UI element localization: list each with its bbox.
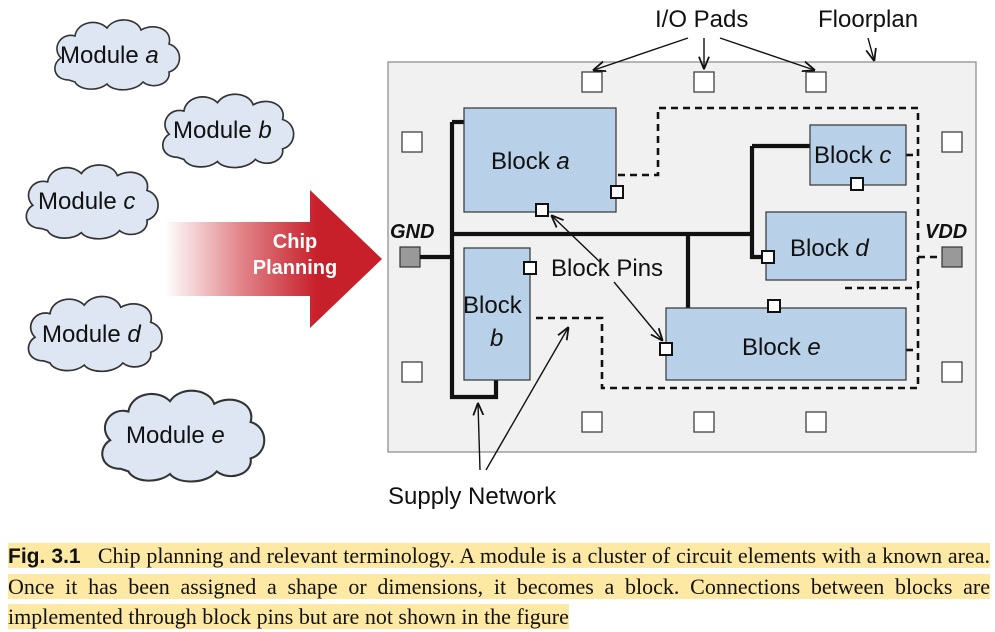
- block-pin: [761, 250, 775, 264]
- block-pin: [767, 299, 781, 313]
- block-pin: [850, 177, 864, 191]
- caption-highlight: Fig. 3.1 Chip planning and relevant term…: [8, 543, 991, 629]
- io-pad: [693, 411, 715, 433]
- block-pin: [610, 185, 624, 199]
- io-pad: [941, 131, 963, 153]
- module-label-d: Module d: [42, 321, 141, 348]
- chip-planning-label-line1: Chip: [273, 231, 317, 253]
- module-cloud-c: Module c: [25, 164, 159, 240]
- block-label-b: Block: [463, 292, 523, 319]
- block-label-c: Block c: [814, 142, 891, 169]
- io-pad: [401, 361, 423, 383]
- io-pad: [941, 361, 963, 383]
- block-pin: [535, 203, 549, 217]
- module-cloud-b: Module b: [161, 93, 295, 169]
- block-c: Block c: [809, 124, 907, 186]
- caption-text: Chip planning and relevant terminology. …: [8, 543, 991, 629]
- supply-network-label: Supply Network: [388, 483, 557, 510]
- floorplan-label: Floorplan: [818, 6, 918, 33]
- block-label-a: Block a: [491, 148, 570, 175]
- chip-planning-label-line2: Planning: [253, 257, 337, 279]
- block-a: Block a: [463, 107, 617, 213]
- io-pads: [401, 71, 963, 433]
- chip-planning-arrow: Chip Planning: [165, 190, 382, 328]
- module-label-b: Module b: [173, 117, 272, 144]
- gnd-label: GND: [390, 221, 434, 243]
- module-label-e: Module e: [126, 422, 225, 449]
- caption-figure-number: Fig. 3.1: [8, 545, 81, 568]
- block-label-d: Block d: [790, 235, 869, 262]
- block-b: Block b: [463, 247, 531, 381]
- block-pins-label: Block Pins: [551, 255, 663, 282]
- block-pin: [523, 261, 537, 275]
- block-label-b-letter: b: [490, 325, 503, 352]
- io-pad: [805, 71, 827, 93]
- chip-planning-diagram: Module a Module b Module c Module d Modu…: [25, 6, 977, 510]
- gnd-supply-network: [420, 119, 812, 400]
- io-pad: [401, 131, 423, 153]
- block-pin: [659, 342, 673, 356]
- io-pads-label: I/O Pads: [655, 6, 748, 33]
- module-cloud-a: Module a: [54, 19, 181, 91]
- vdd-supply-network: [533, 106, 942, 390]
- io-pad: [581, 411, 603, 433]
- vdd-label: VDD: [925, 221, 967, 243]
- module-cloud-e: Module e: [101, 389, 266, 483]
- annotation-arrows: [478, 37, 874, 471]
- module-cloud-d: Module d: [27, 295, 163, 373]
- vdd-pad: [941, 246, 963, 268]
- figure-caption: Fig. 3.1 Chip planning and relevant term…: [8, 541, 991, 632]
- io-pad: [693, 71, 715, 93]
- block-e: Block e: [665, 307, 907, 381]
- module-label-a: Module a: [60, 42, 159, 69]
- block-pins: [523, 177, 864, 356]
- io-pad: [581, 71, 603, 93]
- gnd-pad: [399, 246, 421, 268]
- block-label-e: Block e: [742, 334, 821, 361]
- io-pad: [805, 411, 827, 433]
- block-d: Block d: [765, 211, 907, 281]
- module-label-c: Module c: [38, 188, 135, 215]
